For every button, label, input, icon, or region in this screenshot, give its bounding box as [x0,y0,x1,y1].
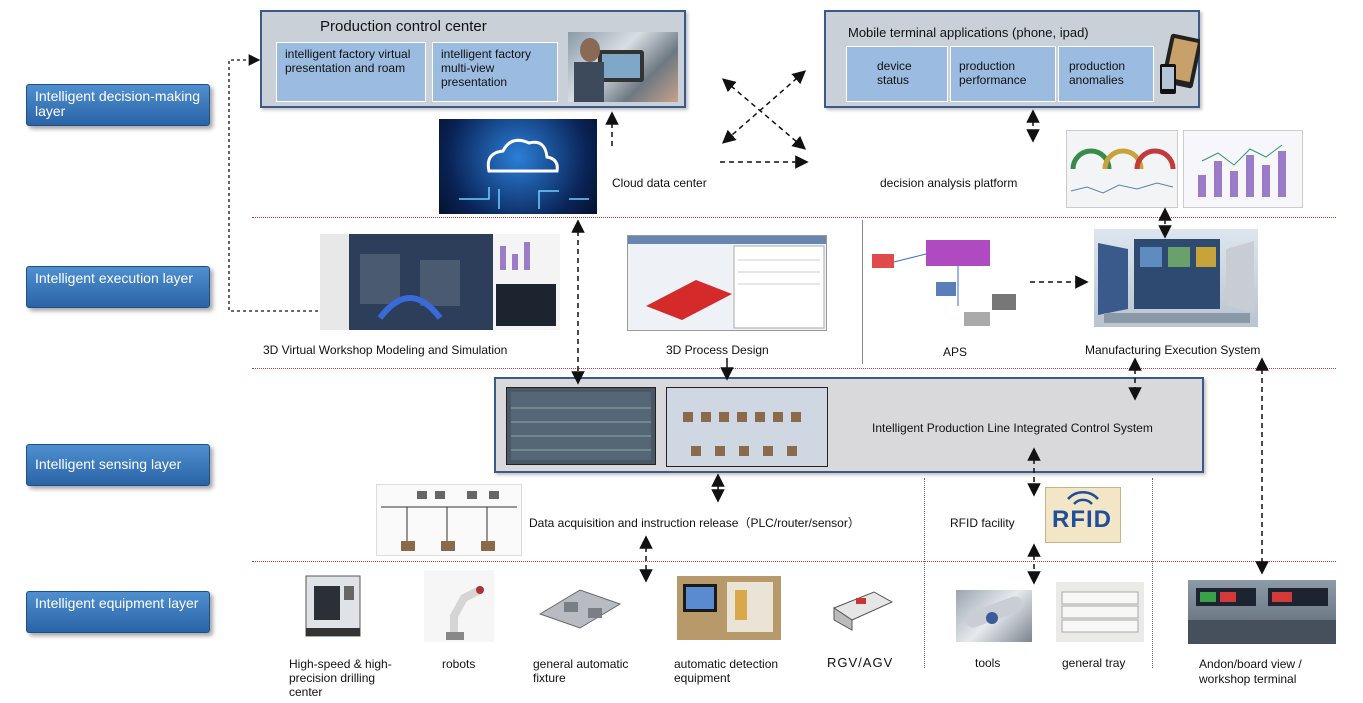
control-screen-devices-image [666,387,828,467]
cloud-data-center-label: Cloud data center [612,176,707,190]
rgv-agv-label: RGV/AGV [827,655,894,670]
pcc-item-multi-view: intelligent factory multi-view presentat… [432,42,558,102]
arrow-workshop-to-control-center [228,54,318,312]
tray-label: general tray [1062,656,1126,670]
tools-image [956,590,1032,642]
mobile-terminal-panel: Mobile terminal applications (phone, ipa… [824,10,1200,108]
layer-label-execution: Intelligent execution layer [26,266,210,308]
control-system-title: Intelligent Production Line Integrated C… [872,421,1153,435]
mobile-item-device-status: device status [846,46,948,102]
data-acquisition-label: Data acquisition and instruction release… [529,516,860,530]
data-acquisition-network-image [376,484,522,556]
robots-label: robots [442,657,476,671]
separator-vertical-rfid-right [1152,478,1153,668]
andon-label: Andon/board view / workshop terminal [1199,657,1329,687]
control-screen-table-image [506,387,656,465]
decision-analysis-label: decision analysis platform [880,176,1018,190]
mes-screens-image [1094,229,1258,327]
aps-label: APS [943,345,968,359]
rfid-logo: RFID [1045,487,1121,543]
gauge-dashboard-image [1066,130,1178,208]
tray-image [1056,582,1144,642]
fixture-image [534,574,624,646]
process-design-label: 3D Process Design [666,343,769,357]
mes-label: Manufacturing Execution System [1085,343,1261,357]
separator-decision-execution [252,217,1336,218]
robot-arm-image [424,570,494,642]
drilling-center-label: High-speed & high-precision drilling cen… [289,657,399,699]
virtual-workshop-image [320,234,560,330]
fixture-label: general automatic fixture [533,657,653,685]
virtual-workshop-label: 3D Virtual Workshop Modeling and Simulat… [263,343,508,357]
separator-vertical-rfid-left [924,478,925,668]
arrow-cross-2 [721,70,807,144]
layer-label-sensing: Intelligent sensing layer [26,444,210,486]
separator-execution-sensing [252,368,1336,369]
mobile-item-production-anomalies: production anomalies [1058,46,1154,102]
cloud-data-center-image [439,119,597,214]
mobile-item-production-performance: production performance [950,46,1056,102]
andon-board-image [1188,580,1336,644]
tablet-phone-icon [1158,30,1200,102]
production-control-center-panel: Production control center intelligent fa… [260,10,686,108]
production-control-center-title: Production control center [320,18,487,35]
drilling-center-text: High-speed & high-precision drilling cen… [289,657,392,699]
mobile-terminal-title: Mobile terminal applications (phone, ipa… [848,25,1089,40]
drilling-center-image [298,570,368,640]
process-design-image [627,235,827,331]
andon-text: Andon/board view / workshop terminal [1199,657,1302,686]
rfid-logo-text: RFID [1052,506,1112,533]
layer-label-decision: Intelligent decision-making layer [26,84,210,126]
aps-diagram-image [866,226,1026,334]
bar-chart-screen-image [1183,130,1303,208]
detection-label: automatic detection equipment [674,657,798,685]
agv-image [826,578,898,640]
separator-sensing-equipment [252,561,1336,562]
fixture-text: general automatic fixture [533,657,629,685]
rfid-facility-label: RFID facility [950,516,1015,530]
pcc-item-virtual-presentation: intelligent factory virtual presentation… [276,42,426,102]
arrow-cross-1 [721,78,807,150]
detection-text: automatic detection equipment [674,657,779,685]
layer-label-equipment: Intelligent equipment layer [26,591,210,633]
control-system-panel: Intelligent Production Line Integrated C… [494,377,1204,473]
separator-vertical-execution [862,220,863,364]
detection-equipment-image [677,576,781,640]
tools-label: tools [975,656,1001,670]
tablet-user-photo [568,32,678,102]
